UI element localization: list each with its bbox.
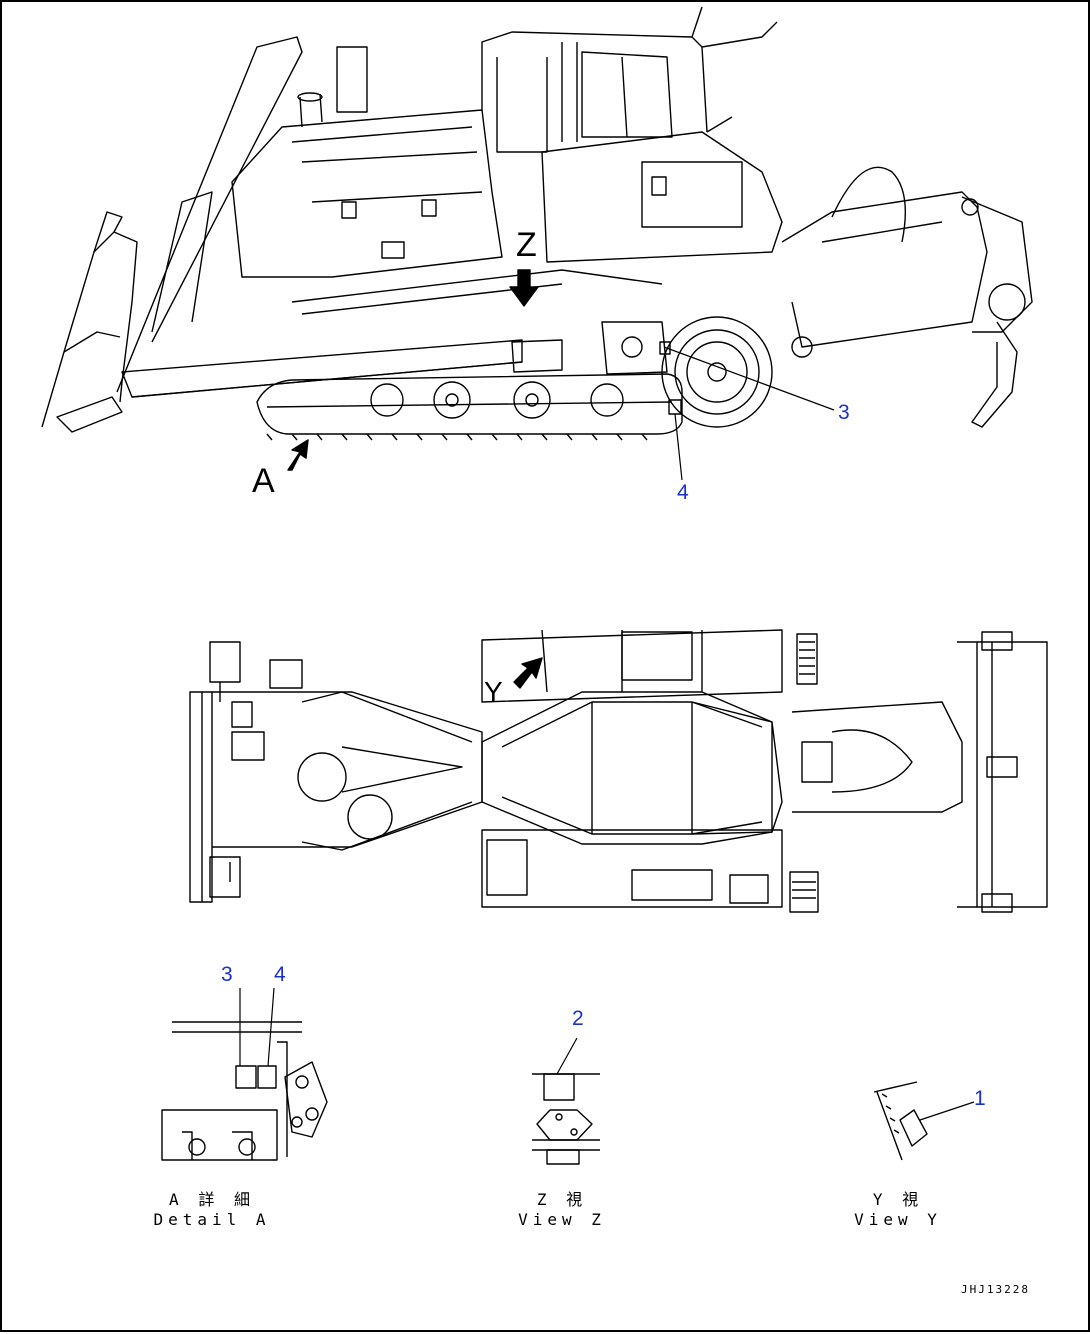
view-z-drawing (532, 1037, 600, 1165)
view-arrow-a (287, 439, 309, 471)
caption-view-y: Y 視 View Y (828, 1190, 968, 1230)
view-arrow-y (513, 657, 543, 689)
leader-4-top (674, 413, 683, 481)
view-arrow-z (509, 269, 539, 307)
callout-2: 2 (572, 1007, 584, 1030)
caption-detail-a-jp: A 詳 細 (169, 1190, 255, 1209)
callout-3-side: 3 (838, 401, 850, 424)
callout-4-side: 4 (677, 481, 689, 504)
leader-3-top (663, 346, 835, 411)
caption-detail-a-en: Detail A (153, 1210, 271, 1229)
view-letter-a: A (252, 462, 275, 500)
view-y-drawing (873, 1081, 975, 1161)
callout-4-detail: 4 (274, 963, 286, 986)
view-letter-z: Z (516, 226, 537, 264)
caption-view-y-jp: Y 視 (872, 1190, 924, 1209)
view-letter-y: Y (484, 676, 503, 707)
side-view-bulldozer (41, 6, 1033, 441)
drawing-code: JHJ13228 (961, 1283, 1030, 1296)
caption-view-y-en: View Y (854, 1210, 942, 1229)
caption-view-z-en: View Z (518, 1210, 606, 1229)
caption-detail-a: A 詳 細 Detail A (142, 1190, 282, 1230)
callout-3-detail: 3 (221, 963, 233, 986)
caption-view-z: Z 視 View Z (492, 1190, 632, 1230)
callout-1: 1 (974, 1087, 986, 1110)
top-view-bulldozer (189, 629, 1048, 913)
caption-view-z-jp: Z 視 (536, 1190, 588, 1209)
detail-a-drawing (161, 987, 328, 1161)
